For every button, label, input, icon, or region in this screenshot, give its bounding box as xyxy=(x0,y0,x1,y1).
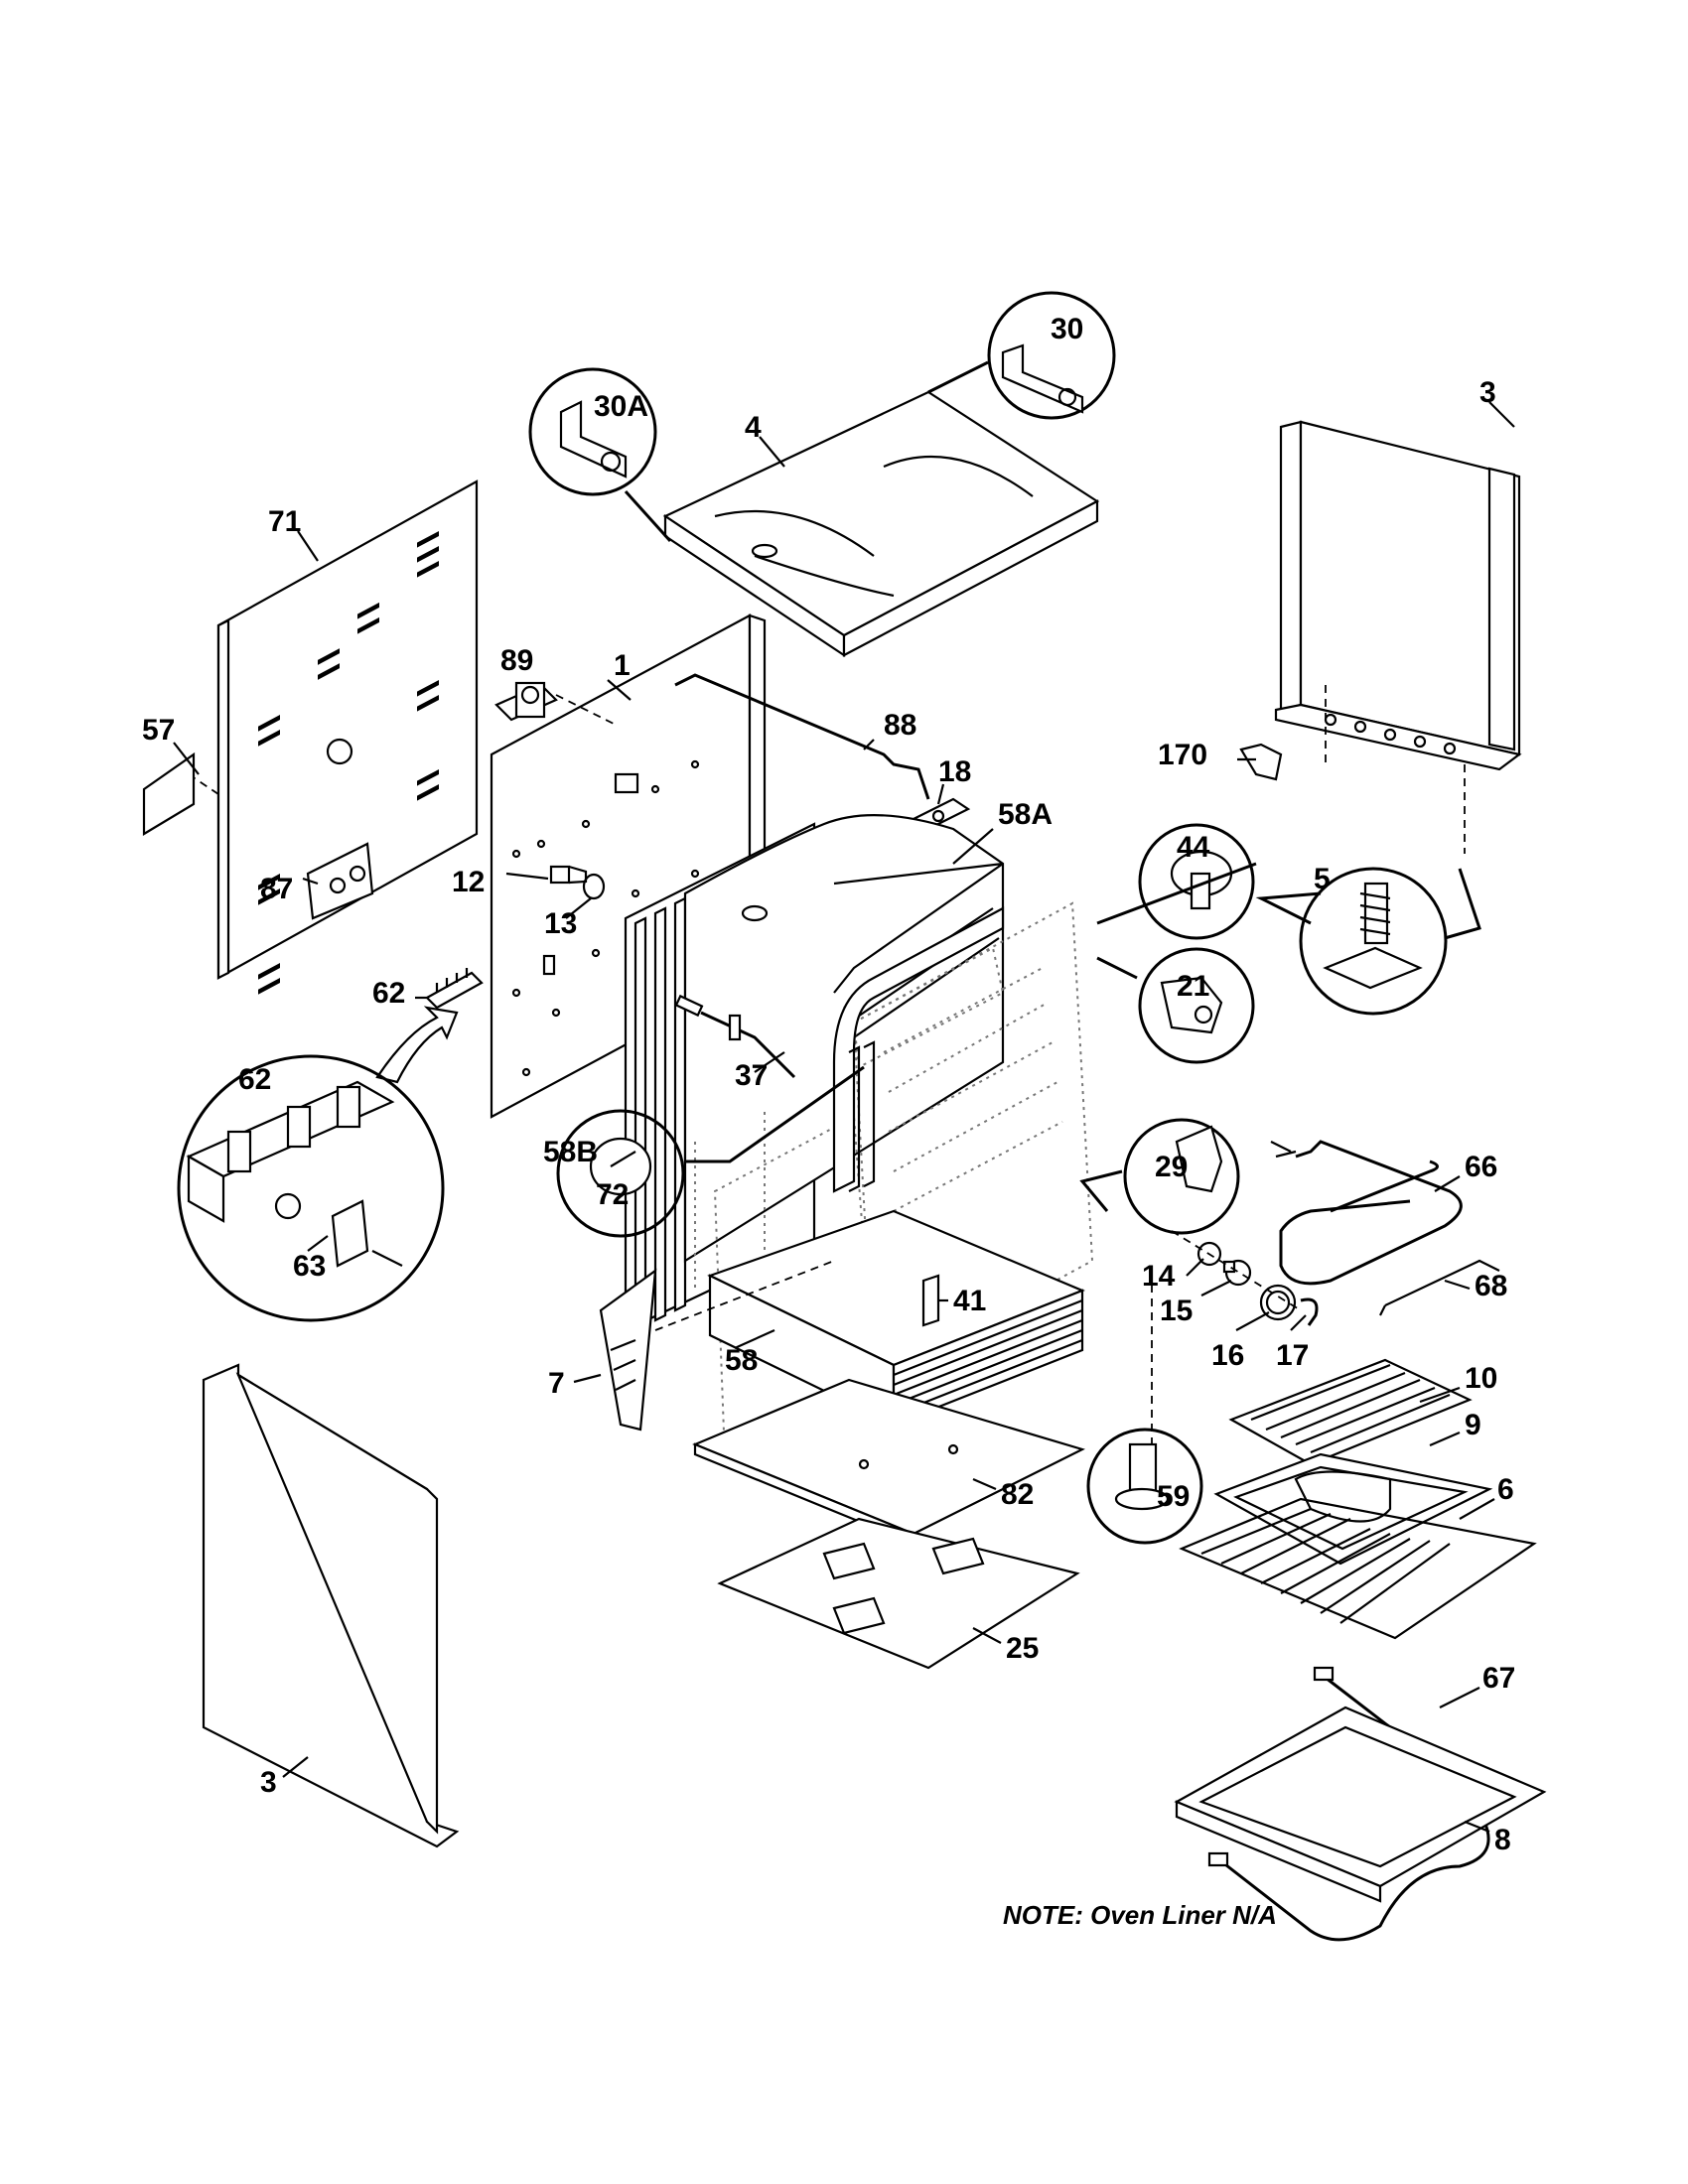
label-30: 30 xyxy=(1051,313,1083,345)
label-25: 25 xyxy=(1006,1632,1039,1665)
bracket-part-41 xyxy=(921,1274,940,1327)
label-62-top: 62 xyxy=(372,977,405,1010)
detail-circle-30a xyxy=(528,367,672,543)
plate-part-57 xyxy=(142,751,196,836)
clip-part-17 xyxy=(1300,1297,1319,1326)
detail-circle-59 xyxy=(1086,1428,1203,1545)
part-labels: 30A 30 4 3 71 89 1 88 18 58A 170 57 44 5… xyxy=(142,313,1515,1856)
insulation-part-58 xyxy=(707,1209,1085,1427)
bracket-part-68 xyxy=(1379,1259,1500,1316)
broil-element-part-66 xyxy=(1270,1140,1463,1286)
label-58: 58 xyxy=(725,1344,758,1377)
label-16: 16 xyxy=(1211,1339,1244,1372)
label-5: 5 xyxy=(1314,863,1331,895)
detail-circle-5 xyxy=(1255,867,1481,1016)
label-59: 59 xyxy=(1157,1480,1190,1513)
label-17: 17 xyxy=(1276,1339,1309,1372)
label-58a: 58A xyxy=(998,798,1053,831)
label-62-detail: 62 xyxy=(238,1063,271,1096)
label-29: 29 xyxy=(1155,1151,1188,1183)
label-21: 21 xyxy=(1177,970,1209,1003)
label-3-bottom: 3 xyxy=(260,1766,277,1799)
label-7: 7 xyxy=(548,1367,565,1400)
label-89: 89 xyxy=(500,644,533,677)
detail-circle-44 xyxy=(1096,823,1257,940)
plug-part-12 xyxy=(549,865,588,885)
label-9: 9 xyxy=(1465,1409,1481,1441)
label-4: 4 xyxy=(745,411,762,444)
label-72: 72 xyxy=(596,1178,629,1211)
bracket-part-170 xyxy=(1239,743,1283,781)
label-30a: 30A xyxy=(594,390,648,423)
label-12: 12 xyxy=(452,866,485,898)
detail-circle-21 xyxy=(1096,947,1255,1064)
label-82: 82 xyxy=(1001,1478,1034,1511)
side-panel-part-3-right xyxy=(1274,420,1522,854)
terminal-block-part-62 xyxy=(375,968,484,1084)
floor-panel-part-25 xyxy=(717,1517,1080,1670)
back-panel-part-71 xyxy=(188,479,479,995)
label-66: 66 xyxy=(1465,1151,1497,1183)
leader-lines xyxy=(173,401,1515,1834)
label-10: 10 xyxy=(1465,1362,1497,1395)
floor-plate-part-82 xyxy=(692,1378,1085,1546)
note-text: NOTE: Oven Liner N/A xyxy=(1003,1900,1277,1930)
label-58b: 58B xyxy=(543,1136,598,1168)
sensor-part-37 xyxy=(674,994,796,1079)
label-8: 8 xyxy=(1494,1824,1511,1856)
oven-rack-part-6 xyxy=(1179,1497,1537,1640)
ring-part-13 xyxy=(582,873,606,900)
label-71: 71 xyxy=(268,505,301,538)
label-67: 67 xyxy=(1482,1662,1515,1695)
lens-part-16 xyxy=(1259,1284,1297,1321)
broil-rack-part-10 xyxy=(1228,1358,1473,1466)
label-41: 41 xyxy=(953,1285,986,1317)
bracket-part-89 xyxy=(494,681,617,726)
label-14: 14 xyxy=(1142,1260,1176,1293)
drip-pan-part-8 xyxy=(1174,1706,1547,1903)
label-44: 44 xyxy=(1177,831,1210,864)
label-6: 6 xyxy=(1497,1473,1514,1506)
detail-circle-29 xyxy=(1079,1118,1240,1235)
label-68: 68 xyxy=(1475,1270,1507,1302)
hinge-part-7 xyxy=(599,1260,835,1432)
label-15: 15 xyxy=(1160,1295,1193,1327)
bulb-part-15 xyxy=(1222,1259,1252,1287)
detail-circle-terminal xyxy=(177,1054,445,1322)
label-1: 1 xyxy=(614,649,631,682)
label-87: 87 xyxy=(260,873,293,905)
label-37: 37 xyxy=(735,1059,768,1092)
label-18: 18 xyxy=(938,755,971,788)
label-57: 57 xyxy=(142,714,175,747)
label-63: 63 xyxy=(293,1250,326,1283)
label-13: 13 xyxy=(544,907,577,940)
oven-front-frame xyxy=(832,906,1005,1193)
side-panel-part-3-left xyxy=(202,1363,460,1848)
top-panel-part-4 xyxy=(662,390,1100,658)
label-170: 170 xyxy=(1158,739,1207,771)
label-88: 88 xyxy=(884,709,916,742)
detail-circle-30 xyxy=(927,291,1116,420)
label-3-top: 3 xyxy=(1479,376,1496,409)
